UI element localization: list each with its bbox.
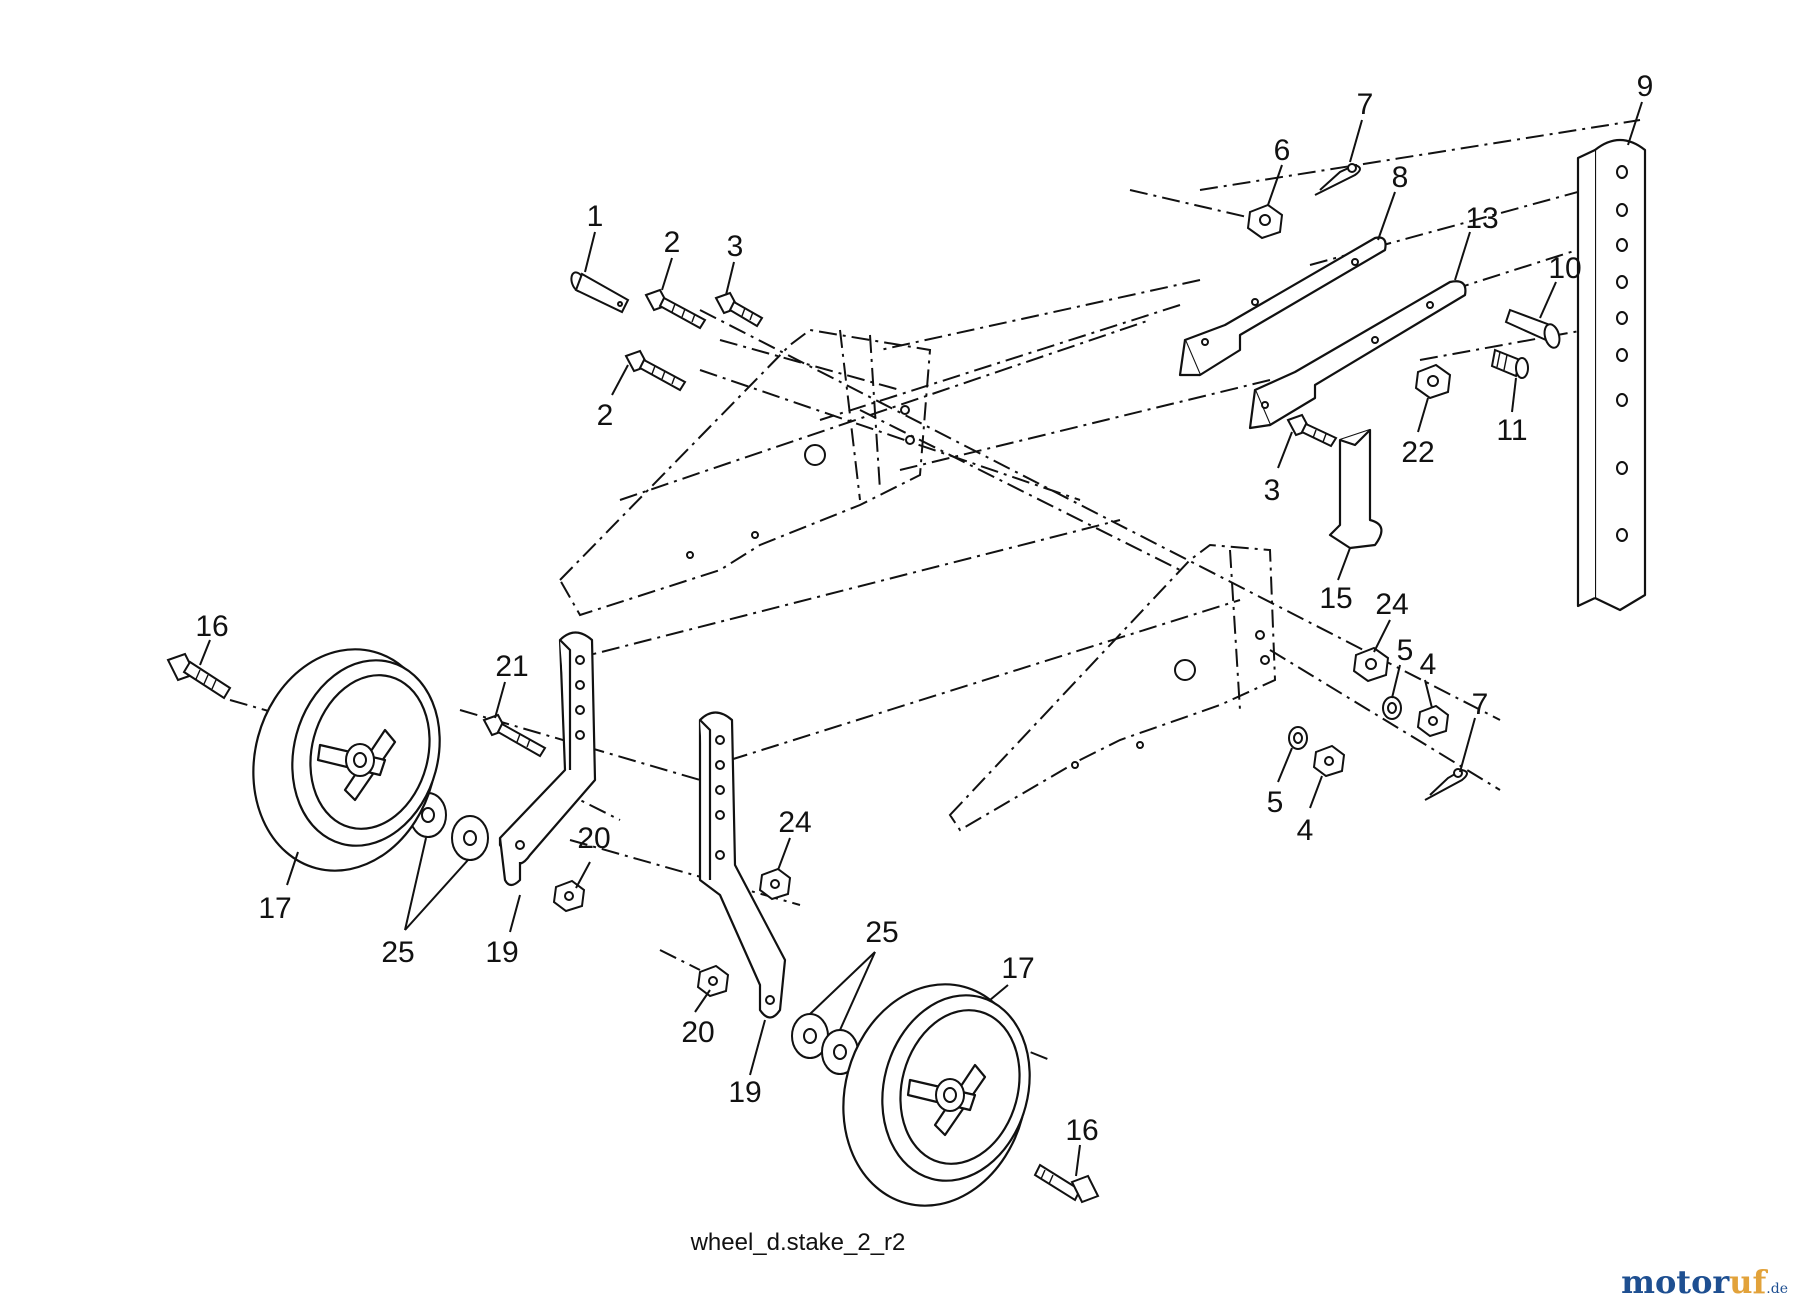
nut-22 <box>1414 363 1452 400</box>
alignment-lines <box>229 119 1641 1061</box>
watermark-accent: uf <box>1729 1263 1767 1301</box>
lock-washer-5-right <box>1382 696 1402 720</box>
washers-25-right <box>791 1013 859 1075</box>
screw-11 <box>1490 348 1529 379</box>
wheel-17-left <box>252 648 441 872</box>
bolt-3-upper <box>714 291 764 328</box>
frame-hole <box>804 444 826 466</box>
callout-labels: 1 2 2 3 3 4 4 5 5 6 7 7 8 9 10 11 13 15 … <box>195 70 1653 1147</box>
bolt-2-lower <box>624 349 687 392</box>
clevis-pin-1 <box>570 271 630 314</box>
wheel-bracket-19-left <box>498 631 597 887</box>
washers-25-left <box>409 792 489 861</box>
callout-24: 24 <box>778 806 811 839</box>
stake-clip <box>1328 428 1383 550</box>
stake-bracket-lower <box>1248 280 1467 430</box>
nut-6 <box>1246 203 1284 240</box>
depth-stake <box>1576 138 1647 612</box>
watermark-main: motor <box>1621 1263 1730 1301</box>
callout-17: 17 <box>258 892 291 925</box>
wheel-17-right <box>842 983 1031 1207</box>
wheel-bracket-19-right <box>698 711 787 1019</box>
leader-lines <box>199 101 1643 1177</box>
callout-19: 19 <box>485 936 518 969</box>
bolt-2-upper <box>644 288 707 330</box>
callout-7: 7 <box>1357 88 1374 121</box>
callout-13: 13 <box>1465 202 1498 235</box>
callout-5: 5 <box>1267 786 1284 819</box>
hairpin-cotter-7-upper <box>1314 163 1361 196</box>
callout-16: 16 <box>1065 1114 1098 1147</box>
watermark-suffix: .de <box>1766 1281 1788 1297</box>
callout-15: 15 <box>1319 582 1352 615</box>
nut-24-right <box>1352 646 1390 683</box>
callout-24: 24 <box>1375 588 1408 621</box>
nut-4-right <box>1416 704 1450 738</box>
motoruf-watermark-logo: motoruf.de <box>1621 1263 1788 1301</box>
ghost-frame-right <box>948 543 1277 832</box>
bolt-21 <box>482 713 547 758</box>
callout-3: 3 <box>1264 474 1281 507</box>
axle-bolt-16-left <box>166 652 232 700</box>
hairpin-cotter-7-lower <box>1424 768 1468 801</box>
axle-bolt-16-right <box>1033 1163 1100 1204</box>
callout-2: 2 <box>597 399 614 432</box>
callout-19: 19 <box>728 1076 761 1109</box>
callout-5: 5 <box>1397 634 1414 667</box>
depth-stake-holes <box>1616 165 1628 542</box>
callout-3: 3 <box>727 230 744 263</box>
callout-25: 25 <box>865 916 898 949</box>
nut-4-left <box>1312 744 1346 778</box>
callout-22: 22 <box>1401 436 1434 469</box>
callout-16: 16 <box>195 610 228 643</box>
callout-8: 8 <box>1392 161 1409 194</box>
diagram-caption: wheel_d.stake_2_r2 <box>690 1229 906 1256</box>
callout-17: 17 <box>1001 952 1034 985</box>
callout-10: 10 <box>1548 252 1581 285</box>
nut-20-left <box>552 879 586 913</box>
callout-25: 25 <box>381 936 414 969</box>
callout-11: 11 <box>1496 414 1527 447</box>
nut-20-right <box>696 964 730 998</box>
bolt-3-lower <box>1286 413 1338 448</box>
callout-21: 21 <box>495 650 528 683</box>
callout-20: 20 <box>681 1016 714 1049</box>
nut-24-left <box>758 867 792 901</box>
callout-1: 1 <box>587 200 604 233</box>
callout-20: 20 <box>577 822 610 855</box>
callout-6: 6 <box>1274 134 1291 167</box>
lock-washer-5-left <box>1288 726 1308 750</box>
stake-bracket-upper <box>1178 236 1387 377</box>
callout-4: 4 <box>1297 814 1314 847</box>
clevis-pin-10 <box>1504 308 1561 349</box>
ghost-frame-left <box>558 328 932 617</box>
callout-7: 7 <box>1472 688 1489 721</box>
callout-9: 9 <box>1637 70 1654 103</box>
callout-4: 4 <box>1420 648 1437 681</box>
callout-2: 2 <box>664 226 681 259</box>
